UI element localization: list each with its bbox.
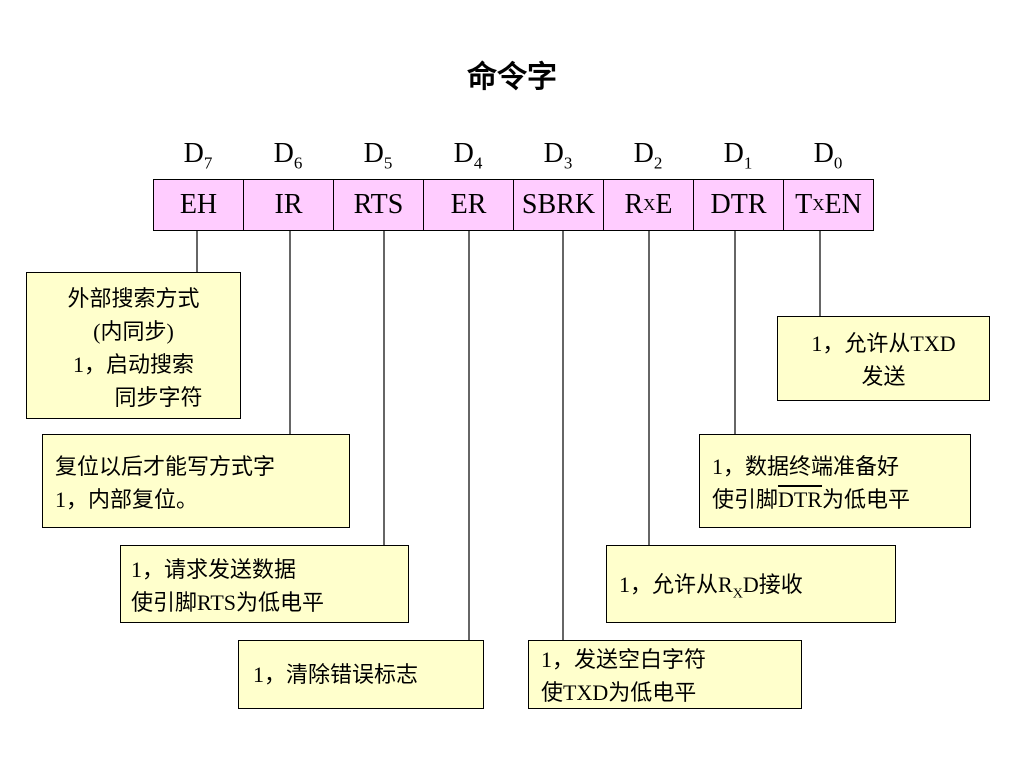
- bit-label-d0: D0: [813, 138, 843, 173]
- note-ir: 复位以后才能写方式字 1，内部复位。: [42, 434, 350, 528]
- note-txen-line2: 发送: [861, 364, 906, 389]
- note-rxe-line1: 1，允许从RXD接收: [619, 572, 803, 602]
- note-eh: 外部搜索方式 (内同步) 1，启动搜索 同步字符: [26, 272, 241, 419]
- field-sbrk: SBRK: [514, 180, 604, 230]
- field-dtr: DTR: [694, 180, 784, 230]
- bit-label-d3: D3: [543, 138, 573, 173]
- note-dtr-line2: 使引脚DTR为低电平: [712, 487, 911, 512]
- bit-label-d4: D4: [453, 138, 483, 173]
- bit-label-d7: D7: [183, 138, 213, 173]
- note-sbrk: 1，发送空白字符 使TXD为低电平: [528, 640, 802, 709]
- note-er-line1: 1，清除错误标志: [253, 662, 419, 687]
- note-rxe: 1，允许从RXD接收: [606, 545, 896, 623]
- diagram-title: 命令字: [467, 60, 557, 95]
- note-sbrk-line1: 1，发送空白字符: [541, 647, 707, 672]
- bit-label-d2: D2: [633, 138, 663, 173]
- field-er: ER: [424, 180, 514, 230]
- note-rts-line1: 1，请求发送数据: [131, 557, 297, 582]
- note-rts: 1，请求发送数据 使引脚RTS为低电平: [120, 545, 409, 623]
- note-txen-line1: 1，允许从TXD: [811, 331, 956, 356]
- note-ir-line2: 1，内部复位。: [55, 487, 199, 512]
- note-eh-line1: 外部搜索方式: [67, 286, 200, 311]
- note-dtr-line1: 1，数据终端准备好: [712, 454, 900, 479]
- field-ir: IR: [244, 180, 334, 230]
- note-eh-line4: 同步字符: [114, 385, 203, 410]
- field-rts: RTS: [334, 180, 424, 230]
- note-eh-line2: (内同步): [93, 319, 174, 344]
- note-rts-line2: 使引脚RTS为低电平: [131, 590, 325, 615]
- note-ir-line1: 复位以后才能写方式字: [55, 454, 276, 479]
- bit-label-d1: D1: [723, 138, 753, 173]
- bit-label-d5: D5: [363, 138, 393, 173]
- field-eh: EH: [154, 180, 244, 230]
- note-txen: 1，允许从TXD 发送: [777, 316, 990, 401]
- note-er: 1，清除错误标志: [238, 640, 484, 709]
- note-eh-line3: 1，启动搜索: [72, 352, 194, 377]
- note-dtr: 1，数据终端准备好 使引脚DTR为低电平: [699, 434, 971, 528]
- bit-label-d6: D6: [273, 138, 303, 173]
- note-sbrk-line2: 使TXD为低电平: [541, 680, 697, 705]
